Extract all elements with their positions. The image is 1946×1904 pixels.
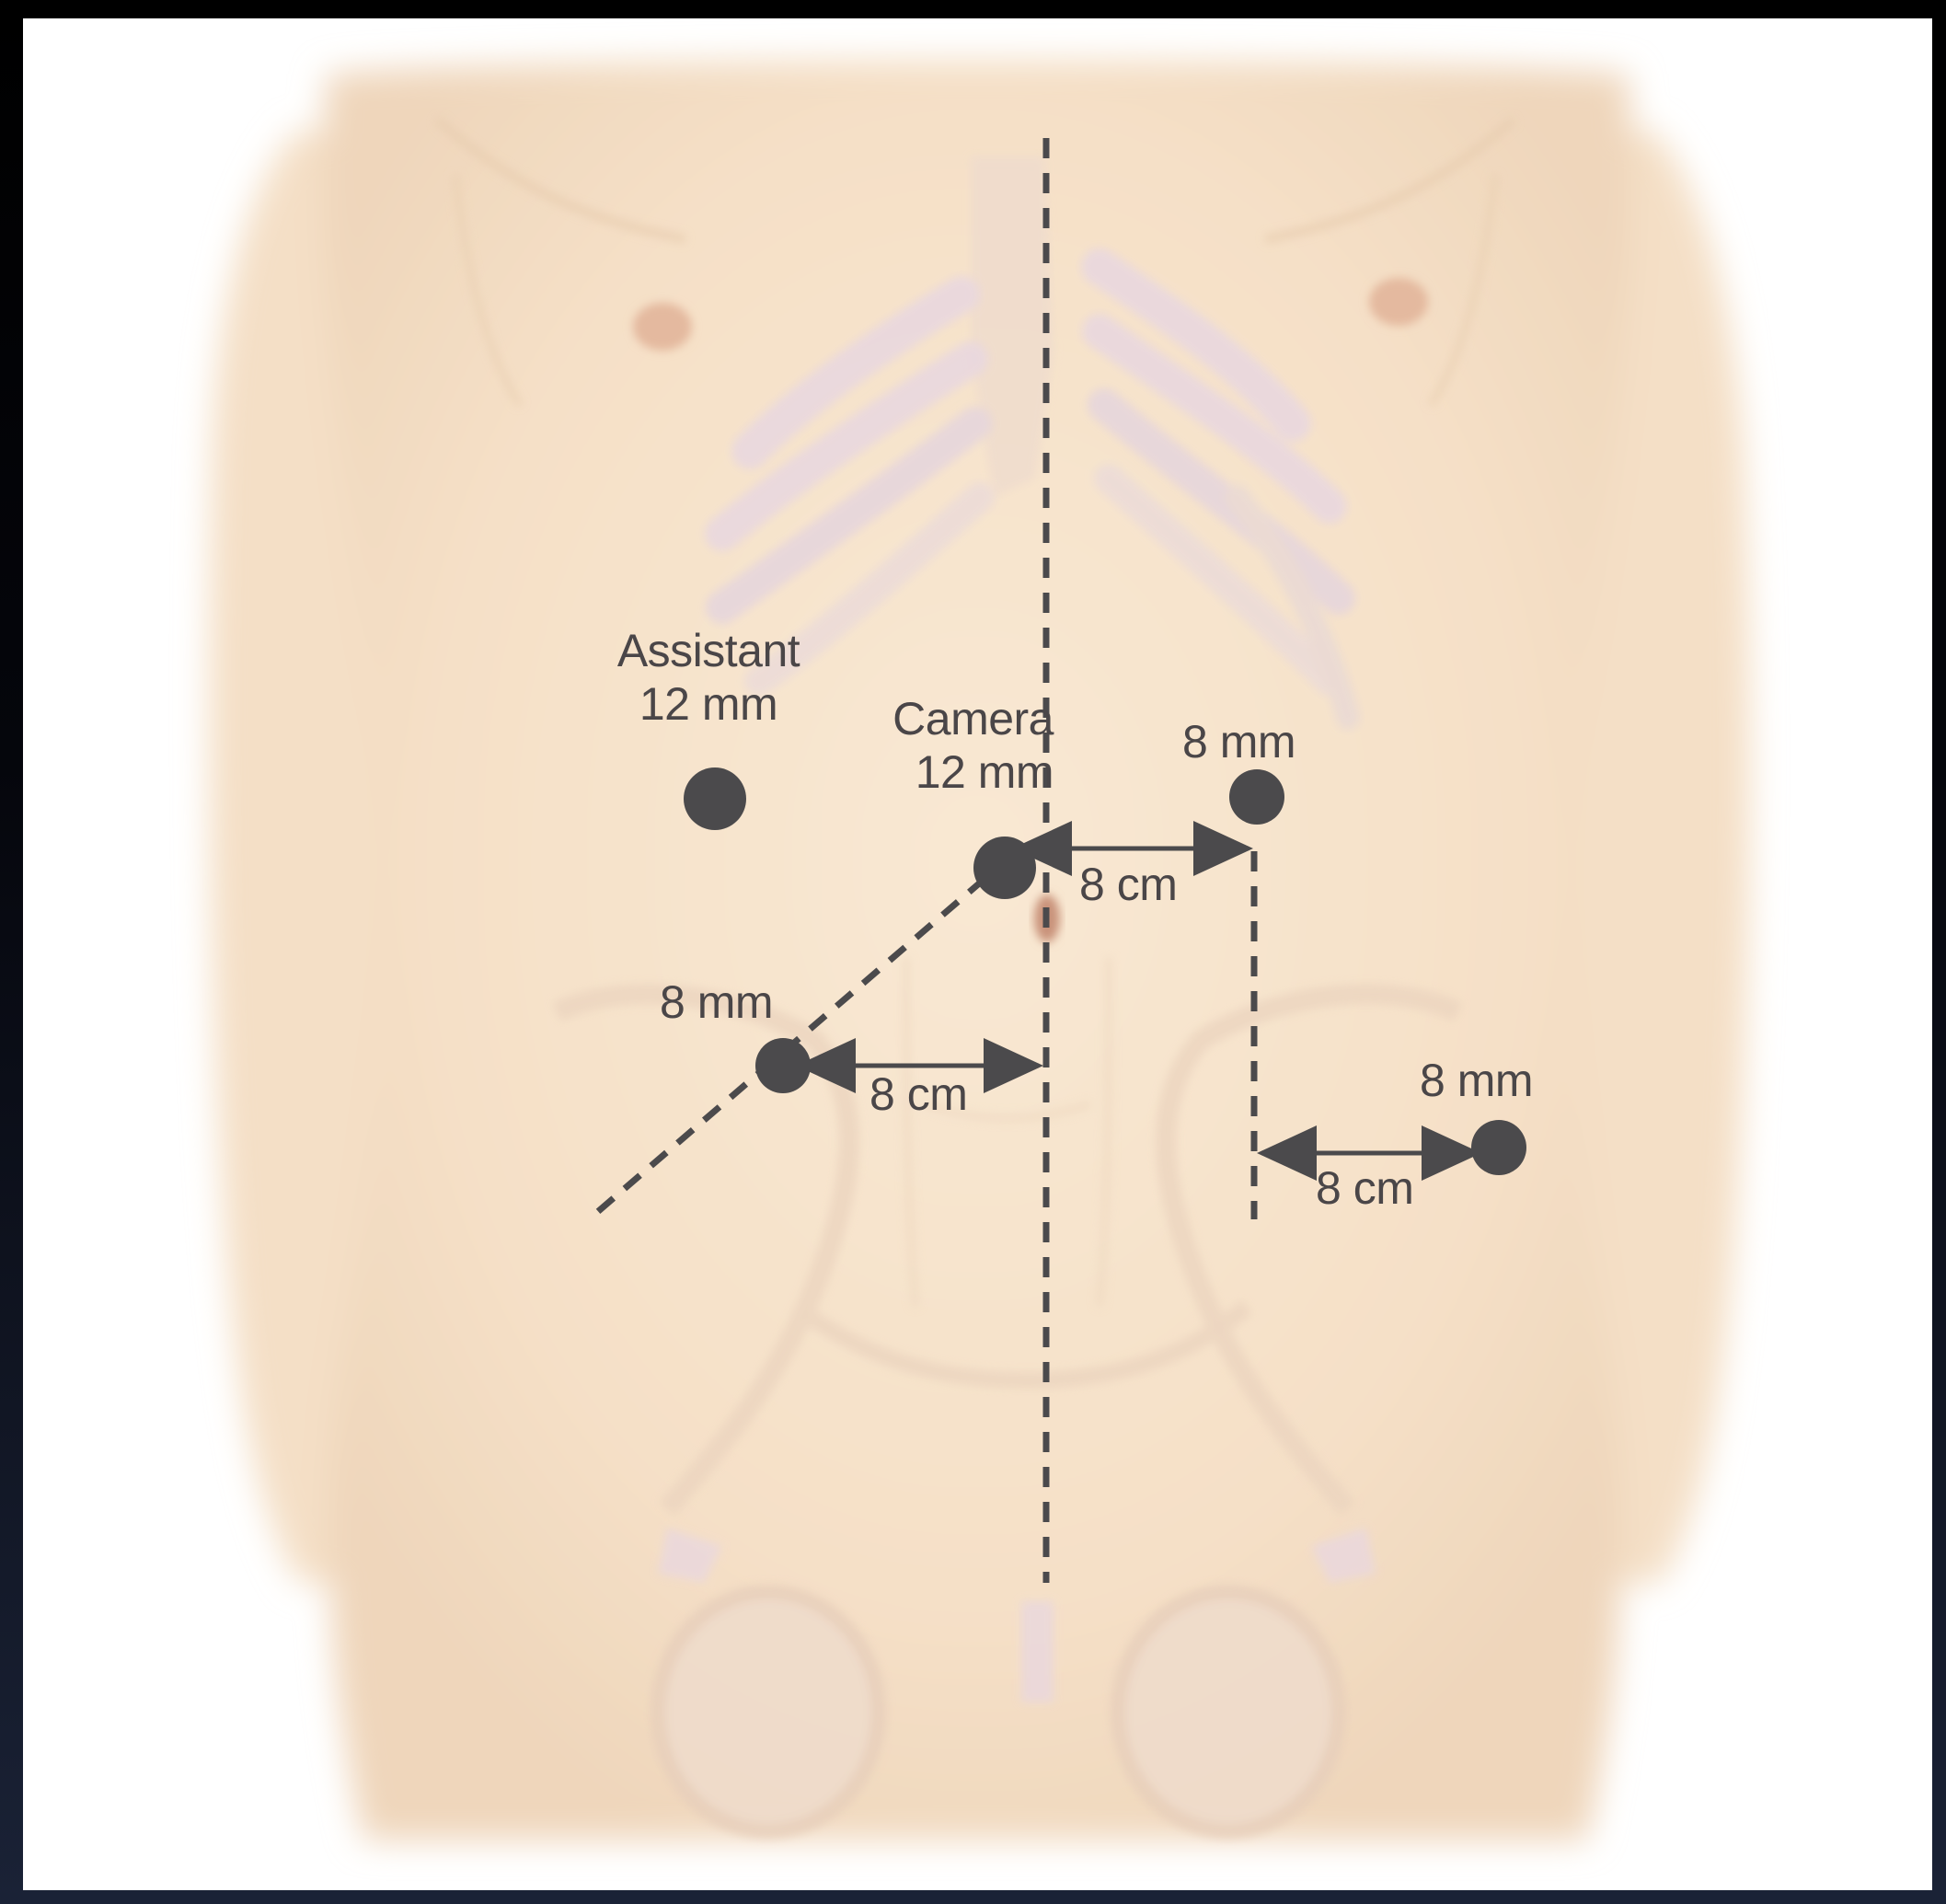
- left-port-marker[interactable]: [755, 1038, 811, 1093]
- distance-label-camera-to-right: 8 cm: [1079, 858, 1177, 911]
- lower-right-port-label: 8 mm: [1420, 1054, 1533, 1107]
- upper-right-port-label: 8 mm: [1182, 715, 1295, 768]
- distance-label-right-to-port: 8 cm: [1316, 1161, 1413, 1215]
- camera-port-label-line-1: Camera: [833, 692, 1054, 745]
- camera-port-label-line-2: 12 mm: [833, 745, 1054, 799]
- camera-port-marker[interactable]: [973, 837, 1036, 899]
- lower-right-port-label-line-1: 8 mm: [1420, 1054, 1533, 1107]
- upper-right-port-label-line-1: 8 mm: [1182, 715, 1295, 768]
- camera-port-label: Camera 12 mm: [833, 692, 1054, 799]
- assistant-port-label-line-2: 12 mm: [593, 677, 823, 731]
- figure-panel: Assistant 12 mm Camera 12 mm 8 mm 8 mm 8…: [23, 18, 1932, 1890]
- torso-illustration: [23, 18, 1932, 1890]
- left-port-label-line-1: 8 mm: [660, 975, 773, 1029]
- assistant-port-label: Assistant 12 mm: [593, 624, 823, 731]
- lower-right-port-marker[interactable]: [1471, 1120, 1526, 1175]
- assistant-port-marker[interactable]: [684, 767, 746, 830]
- distance-label-left-to-midline: 8 cm: [869, 1067, 967, 1121]
- upper-right-port-marker[interactable]: [1229, 769, 1284, 825]
- left-port-label: 8 mm: [660, 975, 773, 1029]
- assistant-port-label-line-1: Assistant: [593, 624, 823, 677]
